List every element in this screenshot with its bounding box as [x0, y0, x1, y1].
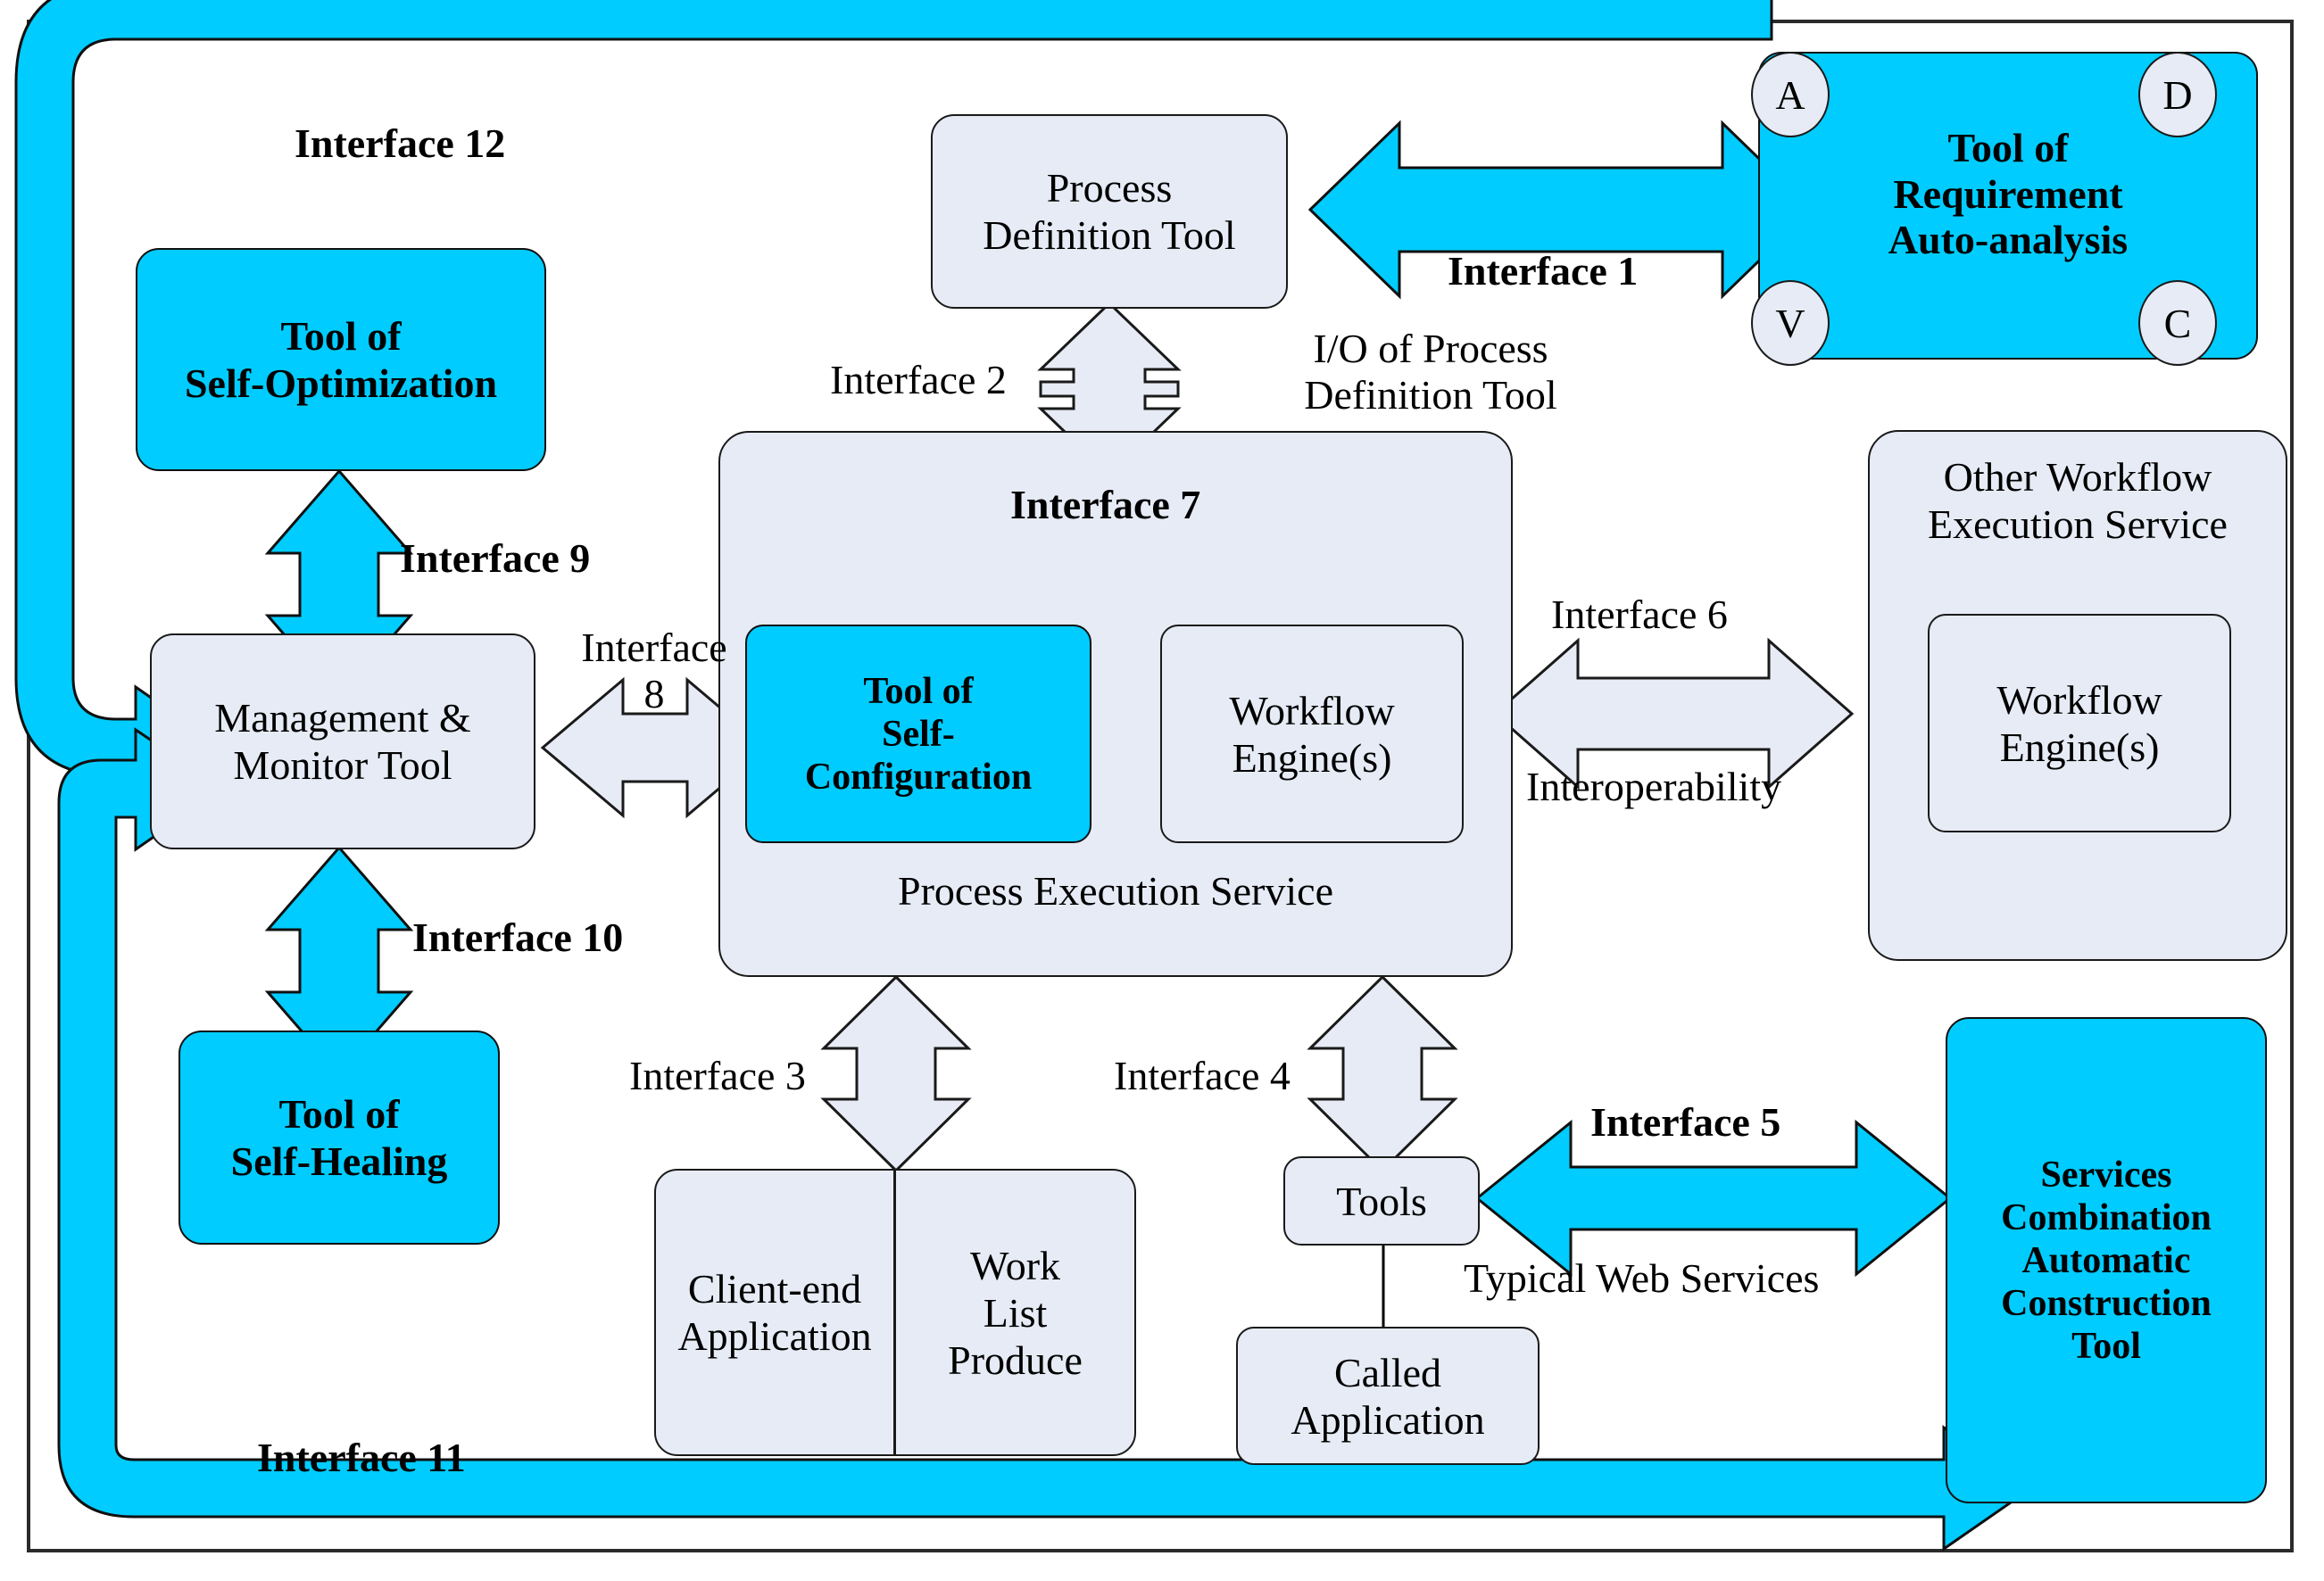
self-configuration-label: Tool of Self- Configuration	[804, 670, 1033, 798]
node-tools[interactable]: Tools	[1283, 1156, 1480, 1246]
workflow-engines-inner-label: Workflow Engine(s)	[1229, 687, 1395, 781]
node-management-monitor-tool[interactable]: Management & Monitor Tool	[150, 633, 535, 849]
req-node-c[interactable]: C	[2138, 280, 2217, 366]
node-tool-of-self-configuration[interactable]: Tool of Self- Configuration	[745, 625, 1091, 843]
label-interface-12: Interface 12	[295, 120, 506, 166]
node-tool-of-self-healing[interactable]: Tool of Self-Healing	[178, 1031, 500, 1245]
other-workflow-execution-service-label: Other Workflow Execution Service	[1928, 454, 2228, 547]
label-interface-6: Interface 6	[1551, 592, 1728, 637]
req-node-a-label: A	[1775, 71, 1805, 118]
label-interface-2: Interface 2	[830, 357, 1007, 402]
label-interface-9: Interface 9	[400, 535, 591, 581]
services-combination-tool-label: Services Combination Automatic Construct…	[2001, 1154, 2212, 1367]
workflow-engines-other-label: Workflow Engine(s)	[1996, 676, 2162, 770]
label-interface-8: Interface 8	[581, 625, 727, 716]
req-node-v-label: V	[1775, 300, 1805, 346]
label-interface-4: Interface 4	[1114, 1053, 1291, 1098]
called-application-label: Called Application	[1291, 1349, 1485, 1443]
node-workflow-engines-inner[interactable]: Workflow Engine(s)	[1160, 625, 1464, 843]
req-node-a[interactable]: A	[1751, 52, 1830, 137]
management-monitor-label: Management & Monitor Tool	[214, 695, 471, 788]
label-typical-web-services: Typical Web Services	[1464, 1255, 1820, 1301]
label-interface-10: Interface 10	[412, 915, 624, 960]
node-services-combination-tool[interactable]: Services Combination Automatic Construct…	[1946, 1017, 2267, 1503]
label-interface-1: Interface 1	[1448, 248, 1639, 294]
label-interoperability: Interoperability	[1526, 764, 1782, 809]
work-list-produce-label: Work List Produce	[948, 1242, 1083, 1383]
node-work-list-produce[interactable]: Work List Produce	[896, 1169, 1134, 1456]
node-called-application[interactable]: Called Application	[1236, 1327, 1540, 1465]
req-node-c-label: C	[2163, 300, 2192, 346]
node-process-definition-tool[interactable]: Process Definition Tool	[931, 114, 1288, 309]
node-client-end-application[interactable]: Client-end Application	[656, 1169, 893, 1456]
node-workflow-engines-other[interactable]: Workflow Engine(s)	[1928, 614, 2231, 832]
process-definition-tool-label: Process Definition Tool	[983, 165, 1236, 258]
label-interface-3: Interface 3	[629, 1053, 806, 1098]
req-node-d-label: D	[2162, 71, 2193, 118]
client-worklist-divider	[893, 1169, 896, 1456]
tools-label: Tools	[1336, 1178, 1427, 1224]
self-optimization-label: Tool of Self-Optimization	[184, 313, 498, 406]
label-interface-5: Interface 5	[1590, 1099, 1781, 1145]
label-interface-11: Interface 11	[257, 1435, 466, 1480]
req-node-d[interactable]: D	[2138, 52, 2217, 137]
requirement-auto-analysis-label: Tool of Requirement Auto-analysis	[1888, 125, 2129, 263]
label-interface-7: Interface 7	[1010, 482, 1201, 527]
label-io-process-definition-tool: I/O of Process Definition Tool	[1304, 326, 1557, 418]
process-execution-service-label: Process Execution Service	[898, 868, 1333, 914]
self-healing-label: Tool of Self-Healing	[230, 1091, 448, 1184]
node-tool-of-self-optimization[interactable]: Tool of Self-Optimization	[136, 248, 546, 471]
req-node-v[interactable]: V	[1751, 280, 1830, 366]
client-end-application-label: Client-end Application	[677, 1266, 872, 1359]
